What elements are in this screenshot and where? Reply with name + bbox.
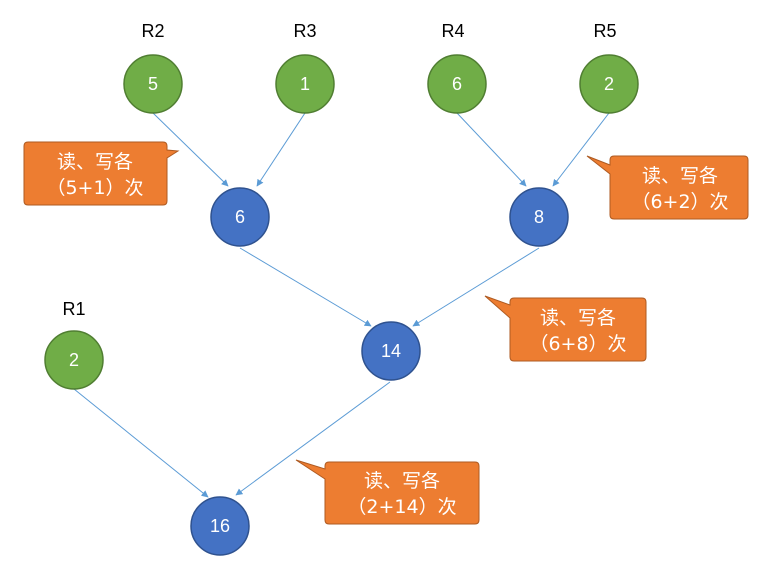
merged-node-6-value: 6 <box>235 207 245 227</box>
run-node-r5: 2 <box>579 54 639 114</box>
merged-node-14-value: 14 <box>381 341 401 361</box>
callout-merge-2-14-line1: 读、写各 <box>364 470 440 492</box>
merged-node-6: 6 <box>210 187 270 247</box>
callout-merge-r4-r5-line1: 读、写各 <box>642 165 718 187</box>
run-node-r3: 1 <box>275 54 335 114</box>
run-node-r2-value: 5 <box>148 74 158 94</box>
callout-merge-6-8-line1: 读、写各 <box>540 307 616 329</box>
edge-mid-to-final <box>235 381 391 496</box>
callout-merge-r2-r3: 读、写各 （5+1）次 <box>23 141 180 206</box>
run-label-r3: R3 <box>293 21 316 41</box>
callout-merge-2-14: 读、写各 （2+14）次 <box>295 459 480 525</box>
callout-merge-r2-r3-line2: （5+1）次 <box>46 177 143 199</box>
callout-merge-6-8-line2: （6+8）次 <box>529 333 626 355</box>
merged-node-16-value: 16 <box>210 516 230 536</box>
merged-node-14: 14 <box>361 321 421 381</box>
edge-m23-to-mid <box>239 247 372 327</box>
run-label-r2: R2 <box>141 21 164 41</box>
callout-merge-r4-r5-line2: （6+2）次 <box>631 191 728 213</box>
edge-m45-to-mid <box>412 247 540 327</box>
run-node-r5-value: 2 <box>604 74 614 94</box>
run-label-r4: R4 <box>441 21 464 41</box>
callout-merge-r2-r3-line1: 读、写各 <box>57 151 133 173</box>
edges <box>73 112 610 498</box>
merged-node-8: 8 <box>509 187 569 247</box>
edge-r4-to-m45 <box>456 112 527 187</box>
edge-r2-to-m23 <box>152 112 229 187</box>
run-node-r1: 2 <box>44 330 104 390</box>
edge-r1-to-final <box>73 388 209 498</box>
callout-merge-2-14-line2: （2+14）次 <box>347 496 456 518</box>
run-node-r3-value: 1 <box>300 74 310 94</box>
callout-merge-6-8: 读、写各 （6+8）次 <box>484 295 647 362</box>
run-node-r1-value: 2 <box>69 350 79 370</box>
run-label-r1: R1 <box>62 299 85 319</box>
callout-merge-r4-r5: 读、写各 （6+2）次 <box>586 155 749 220</box>
merged-node-16: 16 <box>190 496 250 556</box>
edge-r3-to-m23 <box>256 112 306 187</box>
run-node-r4: 6 <box>427 54 487 114</box>
run-node-r4-value: 6 <box>452 74 462 94</box>
run-label-r5: R5 <box>593 21 616 41</box>
merged-node-8-value: 8 <box>534 207 544 227</box>
run-node-r2: 5 <box>123 54 183 114</box>
edge-r5-to-m45 <box>552 112 610 187</box>
